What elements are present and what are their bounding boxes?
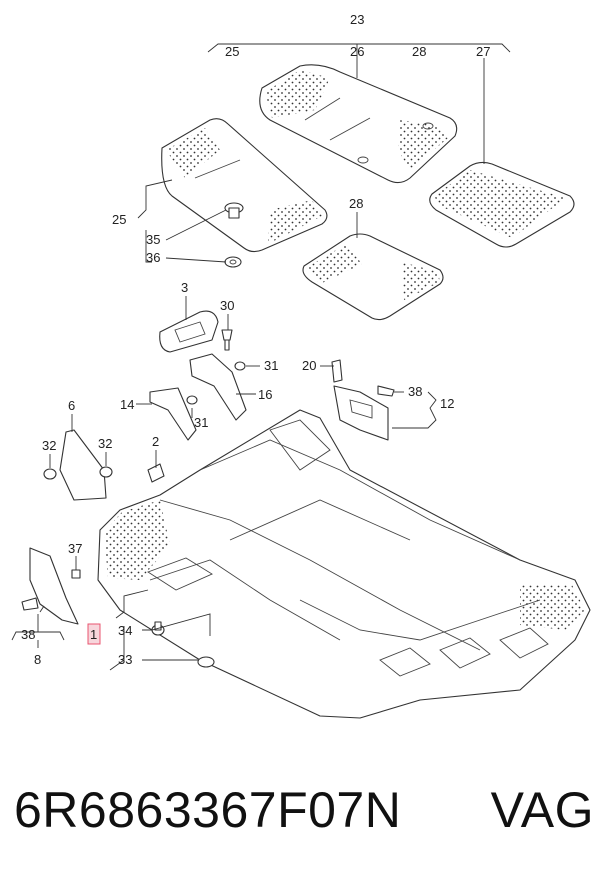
callout-28-top: 28 bbox=[412, 44, 426, 59]
part-caption: 6R6863367F07N VAG bbox=[14, 770, 594, 850]
panel-6 bbox=[59, 429, 107, 501]
callout-33: 33 bbox=[118, 652, 132, 667]
callout-14: 14 bbox=[120, 397, 134, 412]
callout-25-left: 25 bbox=[112, 212, 126, 227]
callout-38-right: 38 bbox=[408, 384, 422, 399]
callout-27: 27 bbox=[476, 44, 490, 59]
bracket-14 bbox=[149, 387, 197, 441]
callout-37: 37 bbox=[68, 541, 82, 556]
clip-36 bbox=[224, 256, 242, 268]
panel-8 bbox=[29, 547, 79, 625]
pin-38a bbox=[377, 385, 395, 397]
bracket-3 bbox=[159, 310, 219, 353]
callout-38-left: 38 bbox=[21, 627, 35, 642]
panel-12 bbox=[333, 385, 389, 441]
callout-16: 16 bbox=[258, 387, 272, 402]
callout-12: 12 bbox=[440, 396, 454, 411]
callout-23: 23 bbox=[350, 12, 364, 27]
screw-30 bbox=[221, 329, 233, 351]
screw-37 bbox=[71, 569, 81, 579]
nut-31a bbox=[234, 361, 246, 371]
callout-labels: 23 25 26 28 27 25 28 35 36 3 30 31 16 14… bbox=[21, 12, 490, 667]
front-mat-left bbox=[161, 118, 328, 253]
part-number: 6R6863367F07N bbox=[14, 782, 402, 838]
callout-3: 3 bbox=[181, 280, 188, 295]
callout-31-lower: 31 bbox=[194, 415, 208, 430]
bracket-16 bbox=[189, 353, 247, 421]
nut-32a bbox=[43, 468, 57, 480]
clip-33 bbox=[197, 656, 215, 668]
callout-6: 6 bbox=[68, 398, 75, 413]
bracket-20 bbox=[331, 359, 343, 383]
rear-mat-right bbox=[429, 161, 575, 248]
floor-carpet-1 bbox=[97, 409, 591, 719]
callout-36: 36 bbox=[146, 250, 160, 265]
leader-lines bbox=[11, 43, 511, 671]
nut-31b bbox=[186, 395, 198, 405]
nut-32b bbox=[99, 466, 113, 478]
rear-mat-small bbox=[302, 233, 444, 321]
callout-30: 30 bbox=[220, 298, 234, 313]
rear-mat-center bbox=[259, 64, 458, 184]
callout-20: 20 bbox=[302, 358, 316, 373]
callout-28-mid: 28 bbox=[349, 196, 363, 211]
callout-25-top: 25 bbox=[225, 44, 239, 59]
callout-1-highlight bbox=[87, 623, 101, 645]
brand-label: VAG bbox=[490, 782, 594, 838]
callout-26: 26 bbox=[350, 44, 364, 59]
callout-1: 1 bbox=[90, 627, 97, 642]
callout-35: 35 bbox=[146, 232, 160, 247]
clip-35 bbox=[224, 202, 244, 219]
callout-2: 2 bbox=[152, 434, 159, 449]
callout-32-left: 32 bbox=[42, 438, 56, 453]
pin-38b bbox=[21, 597, 39, 611]
callout-8: 8 bbox=[34, 652, 41, 667]
callout-32-right: 32 bbox=[98, 436, 112, 451]
callout-34: 34 bbox=[118, 623, 132, 638]
callout-31-right: 31 bbox=[264, 358, 278, 373]
